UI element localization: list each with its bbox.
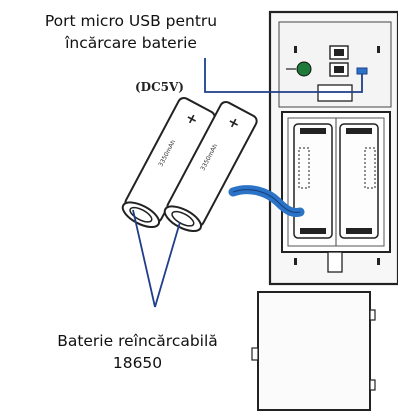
usb-port-label: Port micro USB pentru încărcare baterie (0, 10, 262, 54)
usb-port-label-line2: încărcare baterie (65, 34, 197, 52)
battery-label: Baterie reîncărcabilă 18650 (0, 330, 275, 374)
battery-label-line1: Baterie reîncărcabilă (57, 332, 218, 350)
battery-label-line2: 18650 (112, 354, 163, 372)
voltage-label: (DC5V) (135, 80, 184, 94)
usb-callout-line (204, 58, 363, 93)
status-led-icon (296, 61, 312, 77)
battery-cover (251, 291, 376, 411)
battery-right-icon: + 3350mAh (163, 100, 258, 233)
usb-port-label-line1: Port micro USB pentru (44, 12, 218, 30)
battery-callout-lines (132, 209, 181, 308)
device-housing (268, 10, 398, 286)
micro-usb-port-icon (356, 67, 368, 75)
